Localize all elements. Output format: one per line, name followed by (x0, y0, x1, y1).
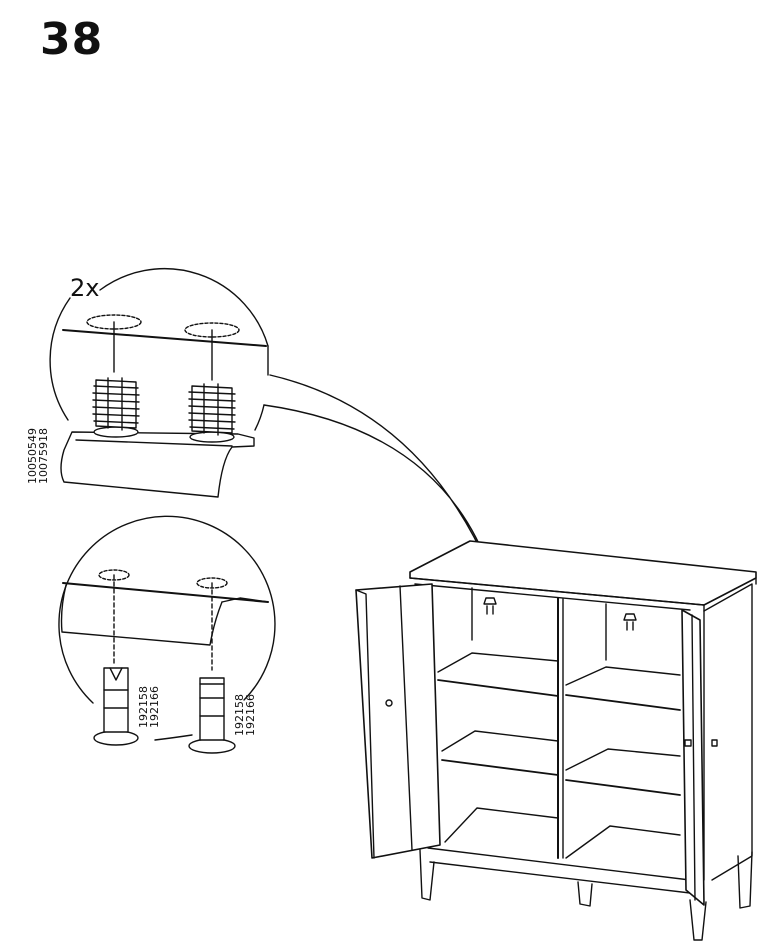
stopper-pin-icon (188, 677, 236, 754)
stopper-pin-marker (483, 597, 497, 615)
stopper-pin-icon (93, 667, 139, 746)
detail-circle-top (49, 267, 269, 498)
cabinet-illustration (355, 540, 757, 941)
dowel-insert-icon (92, 377, 140, 438)
dowel-insert-icon (188, 383, 236, 443)
quantity-label: 2x (70, 274, 100, 302)
step-number: 38 (40, 14, 104, 65)
detail-circle-bottom (58, 515, 276, 754)
callout-connector (263, 374, 491, 571)
stopper-pin-marker (623, 613, 637, 631)
